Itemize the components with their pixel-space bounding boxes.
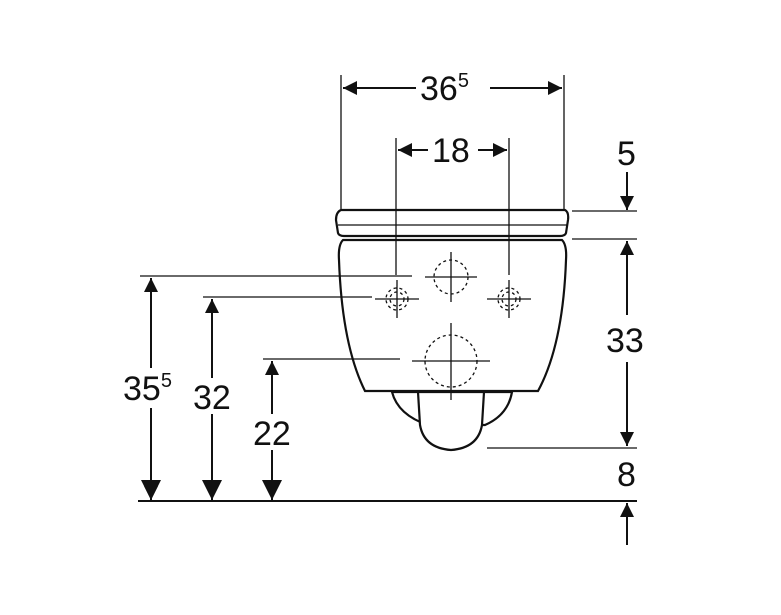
dim-outlet-height: 22 xyxy=(253,415,291,453)
fixing-hole-top xyxy=(425,252,477,302)
toilet-bowl xyxy=(337,238,568,393)
extension-lines xyxy=(138,75,637,502)
fixing-hole-left xyxy=(375,280,419,318)
toilet-trap xyxy=(416,390,486,452)
toilet-lid xyxy=(334,208,570,238)
dim-seat-width: 365 xyxy=(420,70,469,108)
dim-bowl-height: 33 xyxy=(606,322,644,360)
dim-upper-fixing-height: 355 xyxy=(123,370,172,408)
fixing-hole-right xyxy=(487,280,531,318)
outlet-hole xyxy=(412,323,490,400)
dim-bottom-clearance: 8 xyxy=(617,456,636,494)
dim-lower-fixing-height: 32 xyxy=(193,379,231,417)
dim-lid-thickness: 5 xyxy=(617,135,636,173)
toilet-outline xyxy=(334,208,570,452)
dim-fixing-spacing: 18 xyxy=(432,132,470,170)
